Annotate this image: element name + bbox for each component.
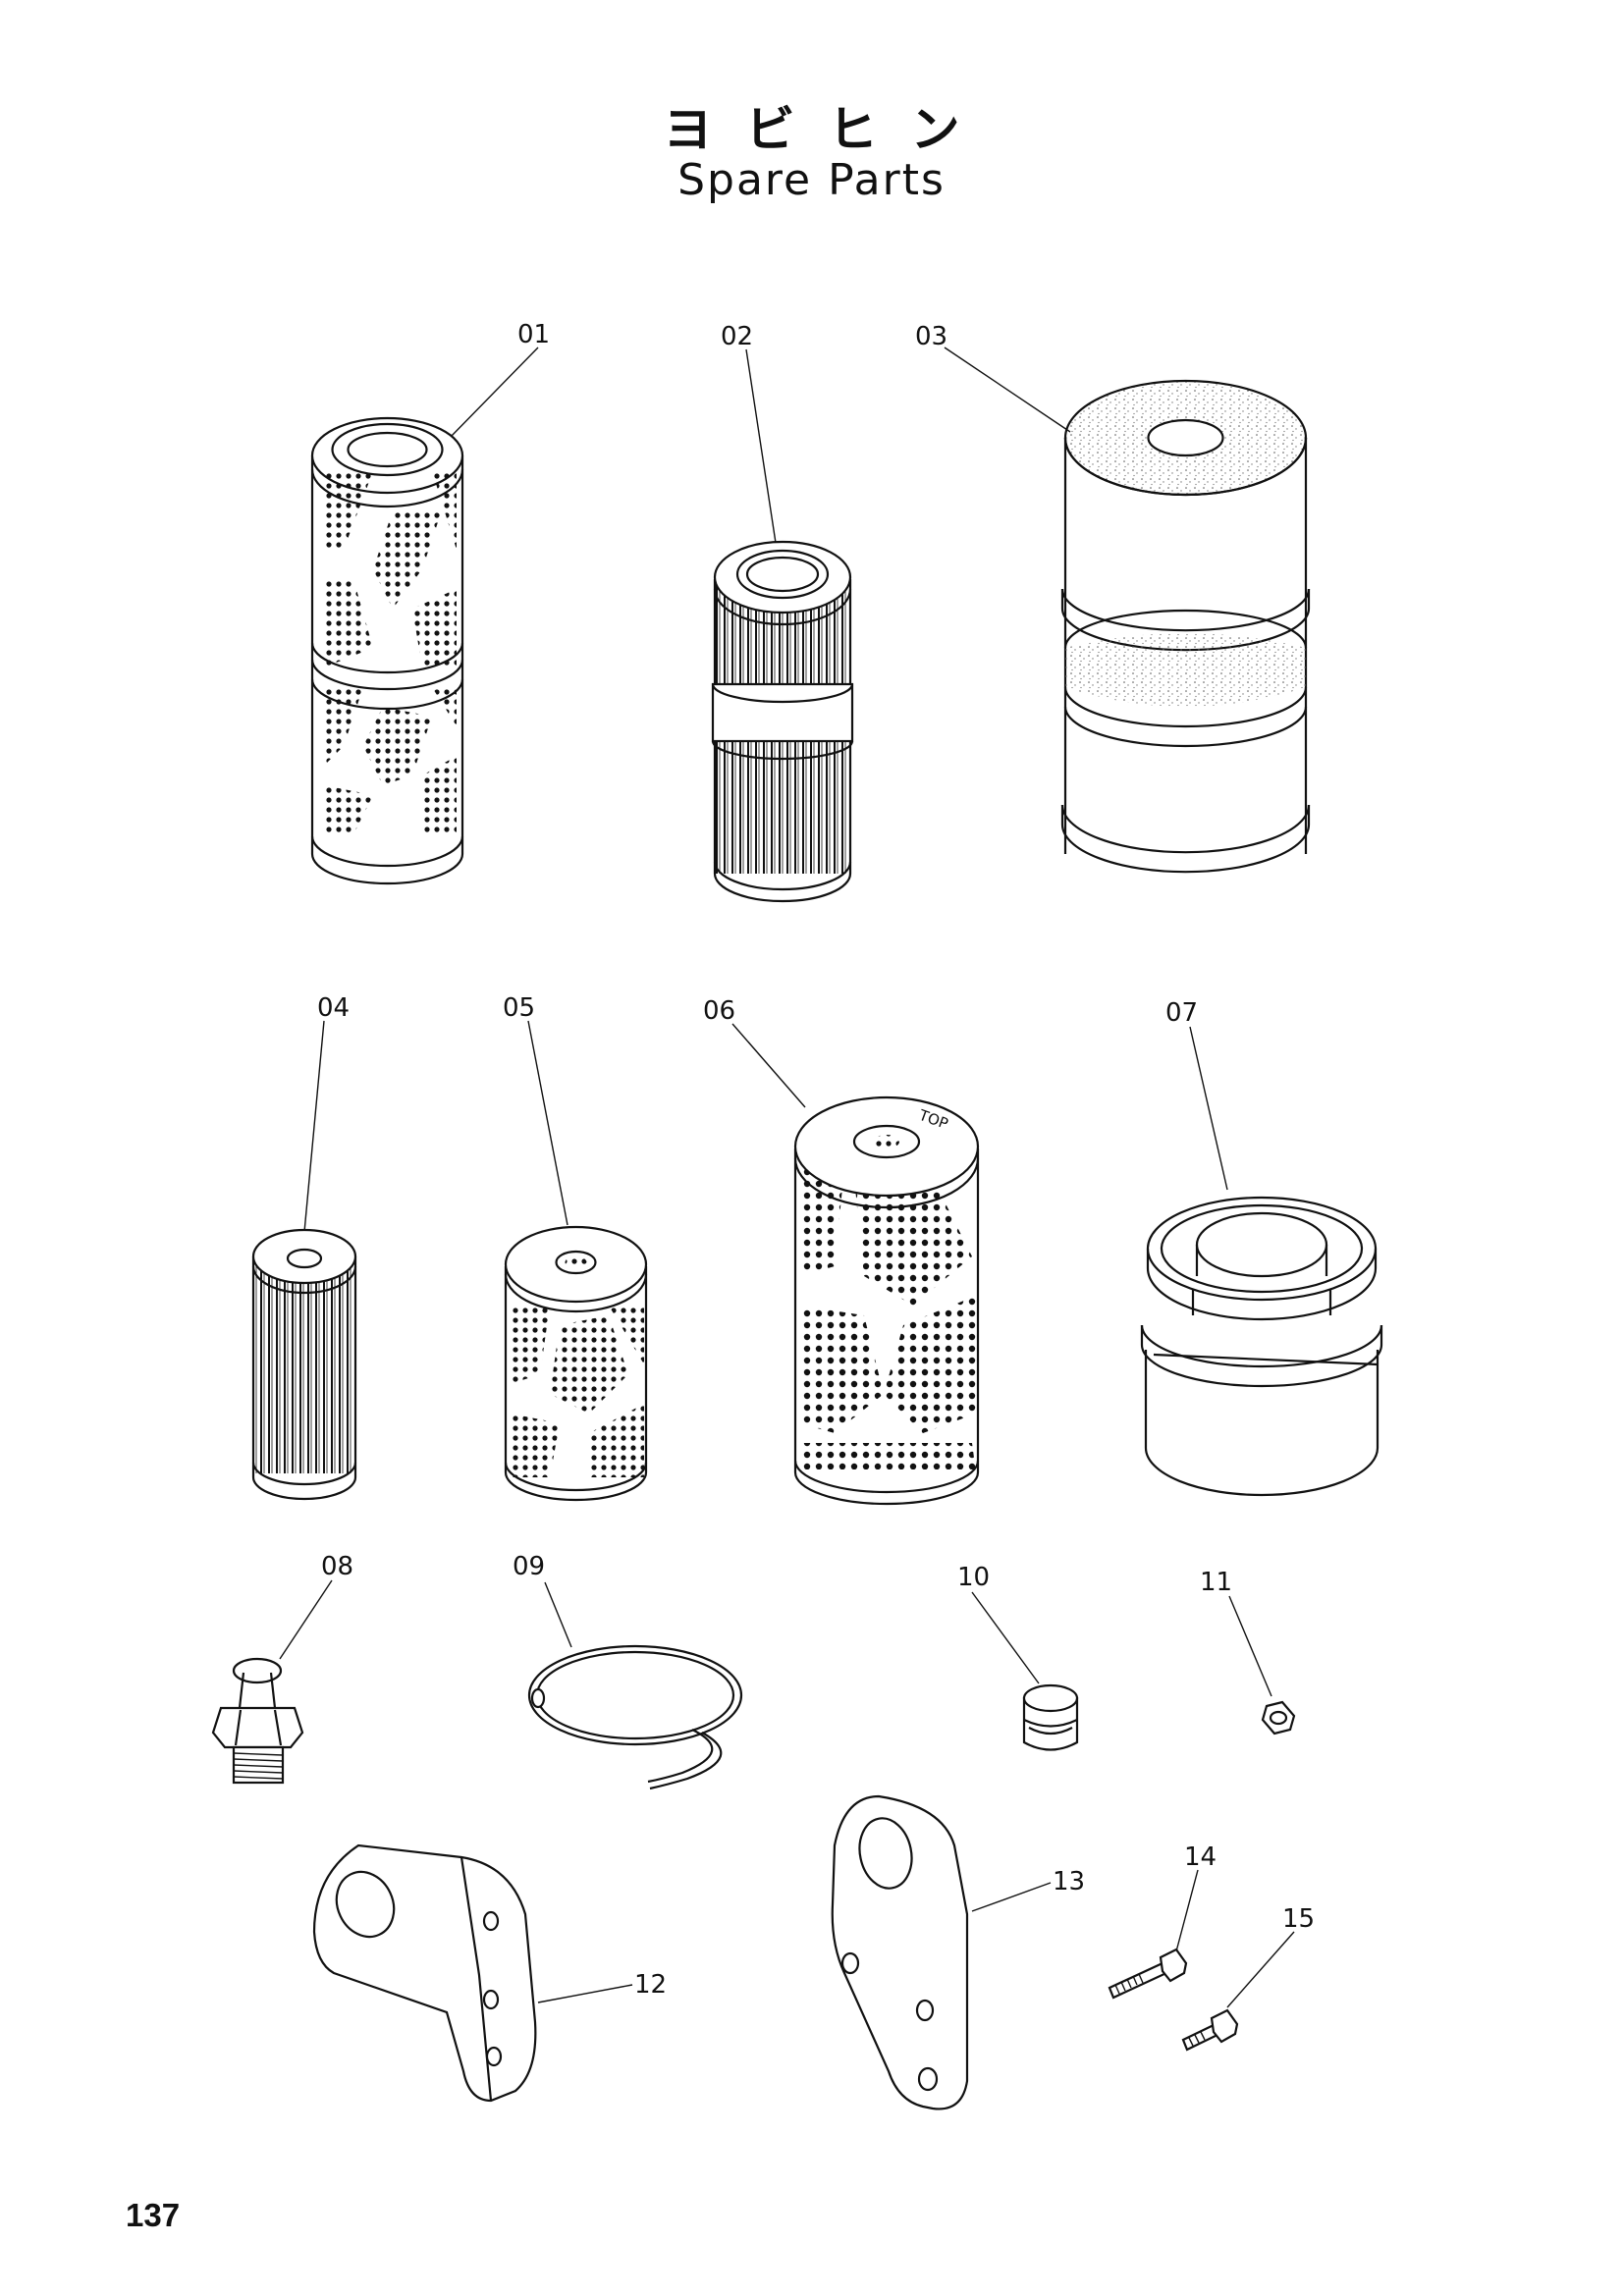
callout-15: 15 [1282,1904,1315,1934]
leader-line-09 [544,1581,572,1648]
page-title-english: Spare Parts [677,155,946,205]
leader-line-15 [1226,1931,1295,2008]
part-12-bracket: 12 [312,1843,667,2103]
callout-14: 14 [1184,1842,1217,1872]
callout-03: 03 [915,322,947,351]
part-05-perforated-filter: 05 [503,993,648,1502]
part-01-perforated-filter: 01 [310,320,550,885]
part-08-grease-nipple: 08 [211,1552,353,1785]
callout-04: 04 [317,993,350,1023]
part-13-bracket: 13 [831,1794,1085,2110]
callout-05: 05 [503,993,535,1023]
leader-line-11 [1228,1595,1272,1697]
leader-line-06 [731,1023,806,1108]
callout-06: 06 [703,996,735,1026]
callout-08: 08 [321,1552,353,1581]
part-02-pleated-filter: 02 [711,322,854,903]
part-10-plug: 10 [957,1563,1079,1751]
part-15-bolt: 15 [1181,1904,1315,2052]
leader-line-02 [745,348,777,544]
callout-09: 09 [513,1552,545,1581]
page-number: 137 [126,2197,181,2233]
leader-line-13 [971,1882,1052,1912]
part-09-tube: 09 [513,1552,743,1790]
leader-line-04 [303,1020,325,1233]
leader-line-10 [971,1591,1040,1684]
leader-line-05 [527,1020,568,1226]
leader-line-12 [537,1984,633,2003]
leader-line-14 [1175,1869,1199,1952]
part-14-bolt: 14 [1108,1842,1217,2000]
part-07-flanged-filter: 07 [1140,998,1383,1497]
leader-line-01 [449,347,539,439]
leader-line-03 [944,347,1071,433]
callout-01: 01 [517,320,550,349]
part-04-small-pleated-filter: 04 [251,993,357,1501]
callout-02: 02 [721,322,753,351]
page-title-japanese: ヨビヒン [663,101,994,158]
callout-13: 13 [1053,1867,1085,1896]
leader-line-08 [279,1579,333,1660]
callout-11: 11 [1200,1568,1232,1597]
callout-12: 12 [634,1970,667,2000]
callout-10: 10 [957,1563,990,1592]
leader-line-07 [1189,1026,1228,1191]
part-03-large-filter: 03 [915,322,1311,874]
callout-07: 07 [1165,998,1198,1028]
part-06-perforated-filter-top: 06 TOP [703,996,980,1506]
part-11-nut: 11 [1200,1568,1296,1735]
